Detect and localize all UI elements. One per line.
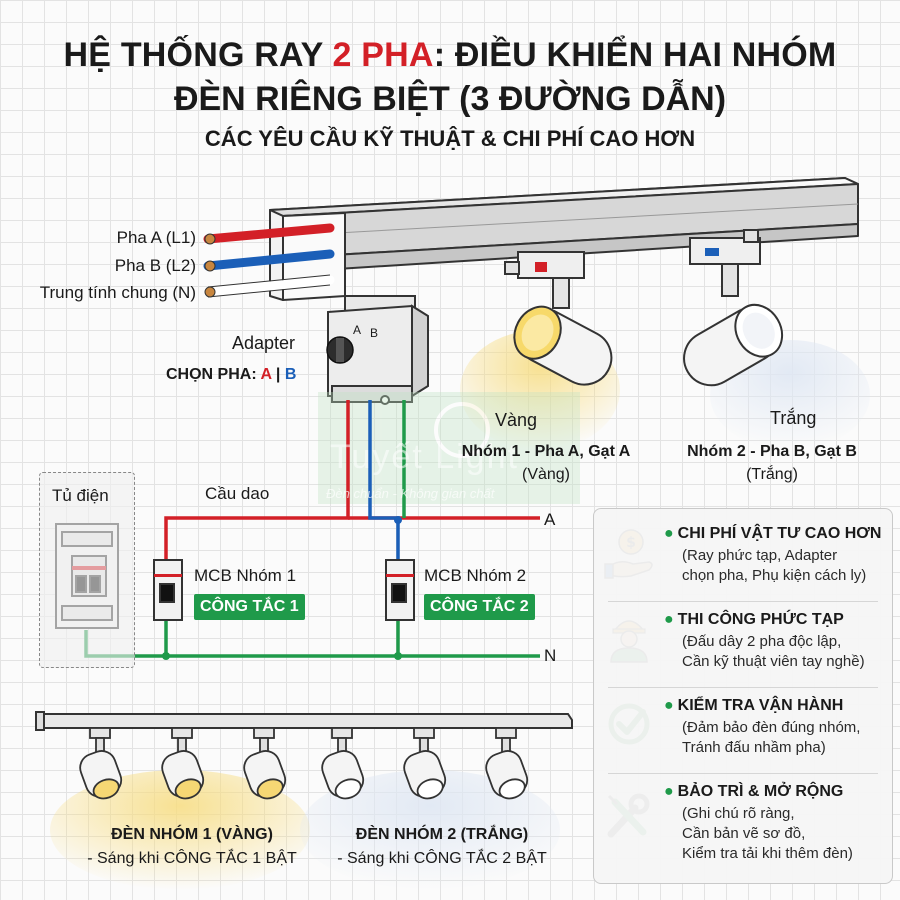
panel-item-install: ●THI CÔNG PHỨC TẠP (Đấu dây 2 pha độc lậ… xyxy=(602,611,886,695)
bottom-group1-desc: - Sáng khi CÔNG TẮC 1 BẬT xyxy=(87,850,297,867)
requirements-panel: ●CHI PHÍ VẬT TƯ CAO HƠN (Ray phức tạp, A… xyxy=(593,508,893,884)
panel-item-install-line2: Cần kỹ thuật viên tay nghề) xyxy=(682,653,865,670)
panel-item-cost-line1: (Ray phức tạp, Adapter xyxy=(682,547,838,564)
bottom-spotlight-warm xyxy=(161,727,205,800)
mcb1-label: MCB Nhóm 1 xyxy=(194,566,297,585)
spotlight-cool xyxy=(683,263,784,387)
switch1-badge: CÔNG TẮC 1 xyxy=(194,594,305,620)
adapter-phase-select: CHỌN PHA: A | B xyxy=(166,366,297,383)
bottom-spotlight-cool xyxy=(485,727,529,800)
adapter-dial-a: A xyxy=(353,323,362,337)
label-yellow: Vàng xyxy=(495,410,538,430)
panel-item-install-line1: (Đấu dây 2 pha độc lập, xyxy=(682,633,842,650)
panel-item-install-title: ●THI CÔNG PHỨC TẠP xyxy=(664,611,844,628)
panel-item-maintenance-line3: Kiểm tra tải khi thêm đèn) xyxy=(682,845,853,862)
bottom-spotlight-cool xyxy=(403,727,447,800)
panel-divider xyxy=(608,687,878,688)
adapter-dial-b: B xyxy=(370,326,379,340)
bottom-spotlight-cool xyxy=(321,727,365,800)
panel-item-maintenance: ●BẢO TRÌ & MỞ RỘNG (Ghi chú rõ ràng, Cần… xyxy=(602,783,886,883)
panel-item-test-line1: (Đảm bảo đèn đúng nhóm, xyxy=(682,719,861,736)
label-phase-a: Pha A (L1) xyxy=(116,228,196,247)
page-title-line1: HỆ THỐNG RAY 2 PHA: ĐIỀU KHIỂN HAI NHÓM xyxy=(63,36,837,74)
mcb-2 xyxy=(385,559,415,621)
watermark-brand: Tuyết Light xyxy=(330,438,519,476)
spot-connector-1 xyxy=(504,251,585,279)
bottom-group2-title: ĐÈN NHÓM 2 (TRẮNG) xyxy=(355,826,529,843)
line-a-label: A xyxy=(544,510,556,529)
electrical-cabinet xyxy=(39,472,135,668)
bottom-group2-desc: - Sáng khi CÔNG TẮC 2 BẬT xyxy=(337,850,547,867)
panel-item-maintenance-line1: (Ghi chú rõ ràng, xyxy=(682,805,795,822)
breaker-label: Cầu dao xyxy=(205,484,270,503)
bottom-warm-glow xyxy=(50,770,310,890)
label-white: Trắng xyxy=(770,408,817,428)
spotlight-warm xyxy=(513,277,613,386)
panel-divider xyxy=(608,773,878,774)
group1-title: Nhóm 1 - Pha A, Gạt A xyxy=(461,443,631,460)
wire-neutral xyxy=(203,274,335,298)
adapter-dial-icon xyxy=(326,336,354,364)
panel-item-test: ●KIỂM TRA VẬN HÀNH (Đảm bảo đèn đúng nhó… xyxy=(602,697,886,781)
adapter-box xyxy=(327,295,429,405)
adapter-label: Adapter xyxy=(232,333,296,353)
panel-item-maintenance-title: ●BẢO TRÌ & MỞ RỘNG xyxy=(664,783,844,800)
switch2-badge: CÔNG TẮC 2 xyxy=(424,594,535,620)
panel-item-test-line2: Tránh đấu nhầm pha) xyxy=(682,739,826,756)
line-n-label: N xyxy=(544,646,557,665)
panel-divider xyxy=(608,601,878,602)
bottom-group1-title: ĐÈN NHÓM 1 (VÀNG) xyxy=(111,826,273,843)
track-rail-bottom xyxy=(35,711,573,731)
page-title-line2: ĐÈN RIÊNG BIỆT (3 ĐƯỜNG DẪN) xyxy=(173,80,727,118)
watermark-slogan: Đèn chuẩn - Không gian chất xyxy=(326,486,495,501)
bottom-cool-glow xyxy=(300,770,560,890)
wire-phase-a xyxy=(203,223,335,245)
wire-phase-b xyxy=(203,249,335,272)
label-phase-b: Pha B (L2) xyxy=(114,256,196,275)
panel-item-maintenance-line2: Cần bản vẽ sơ đồ, xyxy=(682,825,806,842)
panel-item-cost-title: ●CHI PHÍ VẬT TƯ CAO HƠN xyxy=(664,525,882,542)
panel-item-test-title: ●KIỂM TRA VẬN HÀNH xyxy=(664,697,844,714)
bottom-spotlight-warm xyxy=(243,727,287,800)
group2-subtitle: (Trắng) xyxy=(746,466,798,483)
watermark-logo xyxy=(318,392,580,504)
cabinet-label: Tủ điện xyxy=(52,486,109,505)
bottom-spotlight-warm xyxy=(79,727,123,800)
label-neutral: Trung tính chung (N) xyxy=(39,283,196,302)
group2-title: Nhóm 2 - Pha B, Gạt B xyxy=(687,443,857,460)
group1-subtitle: (Vàng) xyxy=(521,466,571,483)
panel-item-cost-line2: chọn pha, Phụ kiện cách ly) xyxy=(682,567,867,584)
mcb-1 xyxy=(153,559,183,621)
page-subtitle: CÁC YÊU CẦU KỸ THUẬT & CHI PHÍ CAO HƠN xyxy=(204,126,696,151)
bottom-spotlights xyxy=(79,727,529,800)
panel-item-cost: ●CHI PHÍ VẬT TƯ CAO HƠN (Ray phức tạp, A… xyxy=(602,525,886,609)
mcb2-label: MCB Nhóm 2 xyxy=(424,566,527,585)
